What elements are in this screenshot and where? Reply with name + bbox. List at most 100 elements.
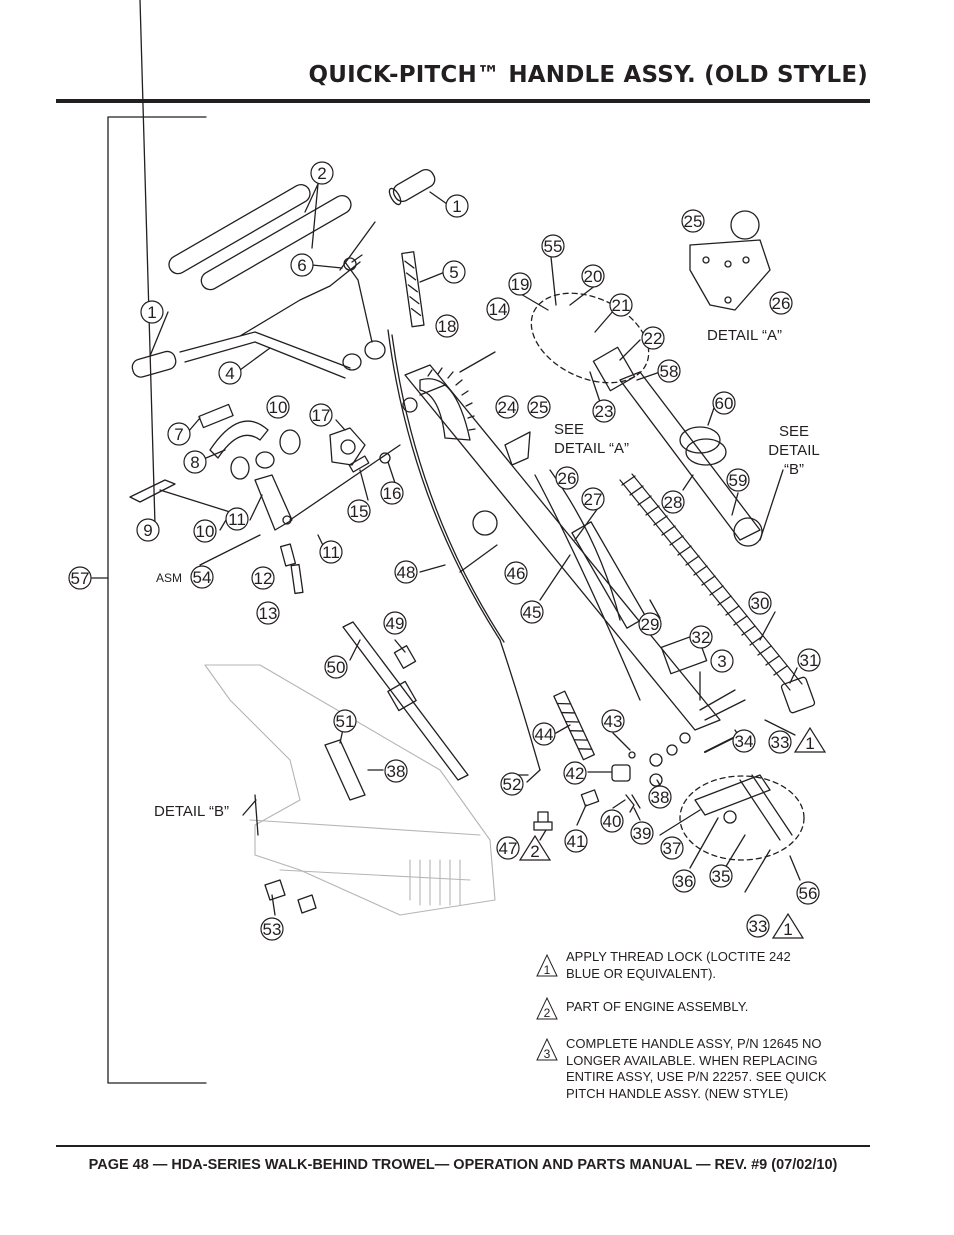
callout-2: 2 xyxy=(310,161,334,185)
callout-1-left: 1 xyxy=(140,300,164,324)
svg-text:2: 2 xyxy=(317,164,326,183)
callout-48: 48 xyxy=(394,560,418,584)
handle-50 xyxy=(342,621,469,781)
callout-43: 43 xyxy=(601,709,625,733)
svg-text:14: 14 xyxy=(489,300,508,319)
svg-text:25: 25 xyxy=(684,212,703,231)
svg-text:20: 20 xyxy=(584,267,603,286)
callout-58: 58 xyxy=(657,359,681,383)
svg-text:1: 1 xyxy=(544,963,551,977)
callout-7: 7 xyxy=(167,422,191,446)
callout-8: 8 xyxy=(183,450,207,474)
main-handle-tube xyxy=(404,364,721,731)
callout-10-top: 10 xyxy=(266,395,290,419)
note-1-triangle: 1 xyxy=(536,953,558,977)
bracket-11 xyxy=(254,474,293,531)
note-2-text: PART OF ENGINE ASSEMBLY. xyxy=(566,999,749,1014)
svg-text:44: 44 xyxy=(535,725,554,744)
page-title: QUICK-PITCH™ HANDLE ASSY. (OLD STYLE) xyxy=(308,62,868,88)
see-detail-a-line2: DETAIL “A” xyxy=(554,440,629,457)
svg-text:15: 15 xyxy=(350,502,369,521)
svg-text:3: 3 xyxy=(544,1047,551,1061)
svg-text:50: 50 xyxy=(327,658,346,677)
callout-24: 24 xyxy=(495,395,519,419)
callout-29: 29 xyxy=(638,612,662,636)
callout-53: 53 xyxy=(260,917,284,941)
svg-text:23: 23 xyxy=(595,402,614,421)
callout-54: 54 xyxy=(190,565,214,589)
callout-6: 6 xyxy=(290,253,314,277)
callout-18: 18 xyxy=(435,314,459,338)
svg-text:33: 33 xyxy=(771,733,790,752)
note-triangles xyxy=(518,726,827,939)
svg-text:32: 32 xyxy=(692,628,711,647)
svg-text:56: 56 xyxy=(799,884,818,903)
svg-text:31: 31 xyxy=(800,651,819,670)
svg-text:8: 8 xyxy=(190,453,199,472)
svg-text:7: 7 xyxy=(174,425,183,444)
callout-25-detail: 25 xyxy=(681,209,705,233)
callout-33-bottom: 33 xyxy=(746,914,770,938)
callout-11-right: 11 xyxy=(319,540,343,564)
svg-text:43: 43 xyxy=(604,712,623,731)
callout-55: 55 xyxy=(541,234,565,258)
decal-29 xyxy=(571,521,647,629)
svg-text:52: 52 xyxy=(503,775,522,794)
callout-4: 4 xyxy=(218,361,242,385)
svg-text:47: 47 xyxy=(499,839,518,858)
svg-text:30: 30 xyxy=(751,594,770,613)
handle-bar xyxy=(179,261,361,379)
svg-text:55: 55 xyxy=(544,237,563,256)
callout-41: 41 xyxy=(564,829,588,853)
engine-outline xyxy=(204,664,496,916)
callout-40: 40 xyxy=(600,809,624,833)
svg-text:6: 6 xyxy=(297,256,306,275)
callout-60: 60 xyxy=(712,391,736,415)
callout-39: 39 xyxy=(630,821,654,845)
svg-text:1: 1 xyxy=(147,303,156,322)
svg-text:10: 10 xyxy=(269,398,288,417)
callout-33-top: 33 xyxy=(768,730,792,754)
svg-text:36: 36 xyxy=(675,872,694,891)
callout-28: 28 xyxy=(661,490,685,514)
svg-text:11: 11 xyxy=(228,510,246,529)
callout-21: 21 xyxy=(609,293,633,317)
detail-b-circle xyxy=(679,775,805,861)
callout-27: 27 xyxy=(581,487,605,511)
svg-text:4: 4 xyxy=(225,364,234,383)
title-rule xyxy=(56,99,870,103)
svg-text:22: 22 xyxy=(644,329,663,348)
callout-16: 16 xyxy=(380,481,404,505)
svg-text:10: 10 xyxy=(196,522,215,541)
tube-28 xyxy=(619,371,761,541)
decal-7 xyxy=(198,403,234,429)
svg-text:19: 19 xyxy=(511,275,530,294)
callout-3: 3 xyxy=(710,649,734,673)
footer-rule xyxy=(56,1145,870,1147)
assembly-bracket xyxy=(107,116,207,1084)
callout-26-detail: 26 xyxy=(769,291,793,315)
callout-42: 42 xyxy=(563,761,587,785)
svg-text:11: 11 xyxy=(322,543,340,562)
callout-59: 59 xyxy=(726,468,750,492)
callout-11-left: 11 xyxy=(225,507,249,531)
detail-a-label: DETAIL “A” xyxy=(707,327,782,344)
detail-a-plate xyxy=(689,239,771,311)
note-2-triangle: 2 xyxy=(536,996,558,1020)
handle-grips xyxy=(168,183,352,291)
cable-48 xyxy=(387,329,541,771)
note-3-text: COMPLETE HANDLE ASSY, P/N 12645 NO LONGE… xyxy=(566,1036,827,1101)
note-mark-33-bottom: 1 xyxy=(783,920,792,939)
svg-text:49: 49 xyxy=(386,614,405,633)
see-detail-a-line1: SEE xyxy=(554,421,584,438)
svg-text:12: 12 xyxy=(254,569,273,588)
grip-end-top xyxy=(388,168,436,206)
note-mark-47: 2 xyxy=(530,842,539,861)
callout-57: 57 xyxy=(68,566,92,590)
svg-text:38: 38 xyxy=(651,788,670,807)
svg-text:60: 60 xyxy=(715,394,734,413)
svg-text:39: 39 xyxy=(633,824,652,843)
svg-text:35: 35 xyxy=(712,867,731,886)
